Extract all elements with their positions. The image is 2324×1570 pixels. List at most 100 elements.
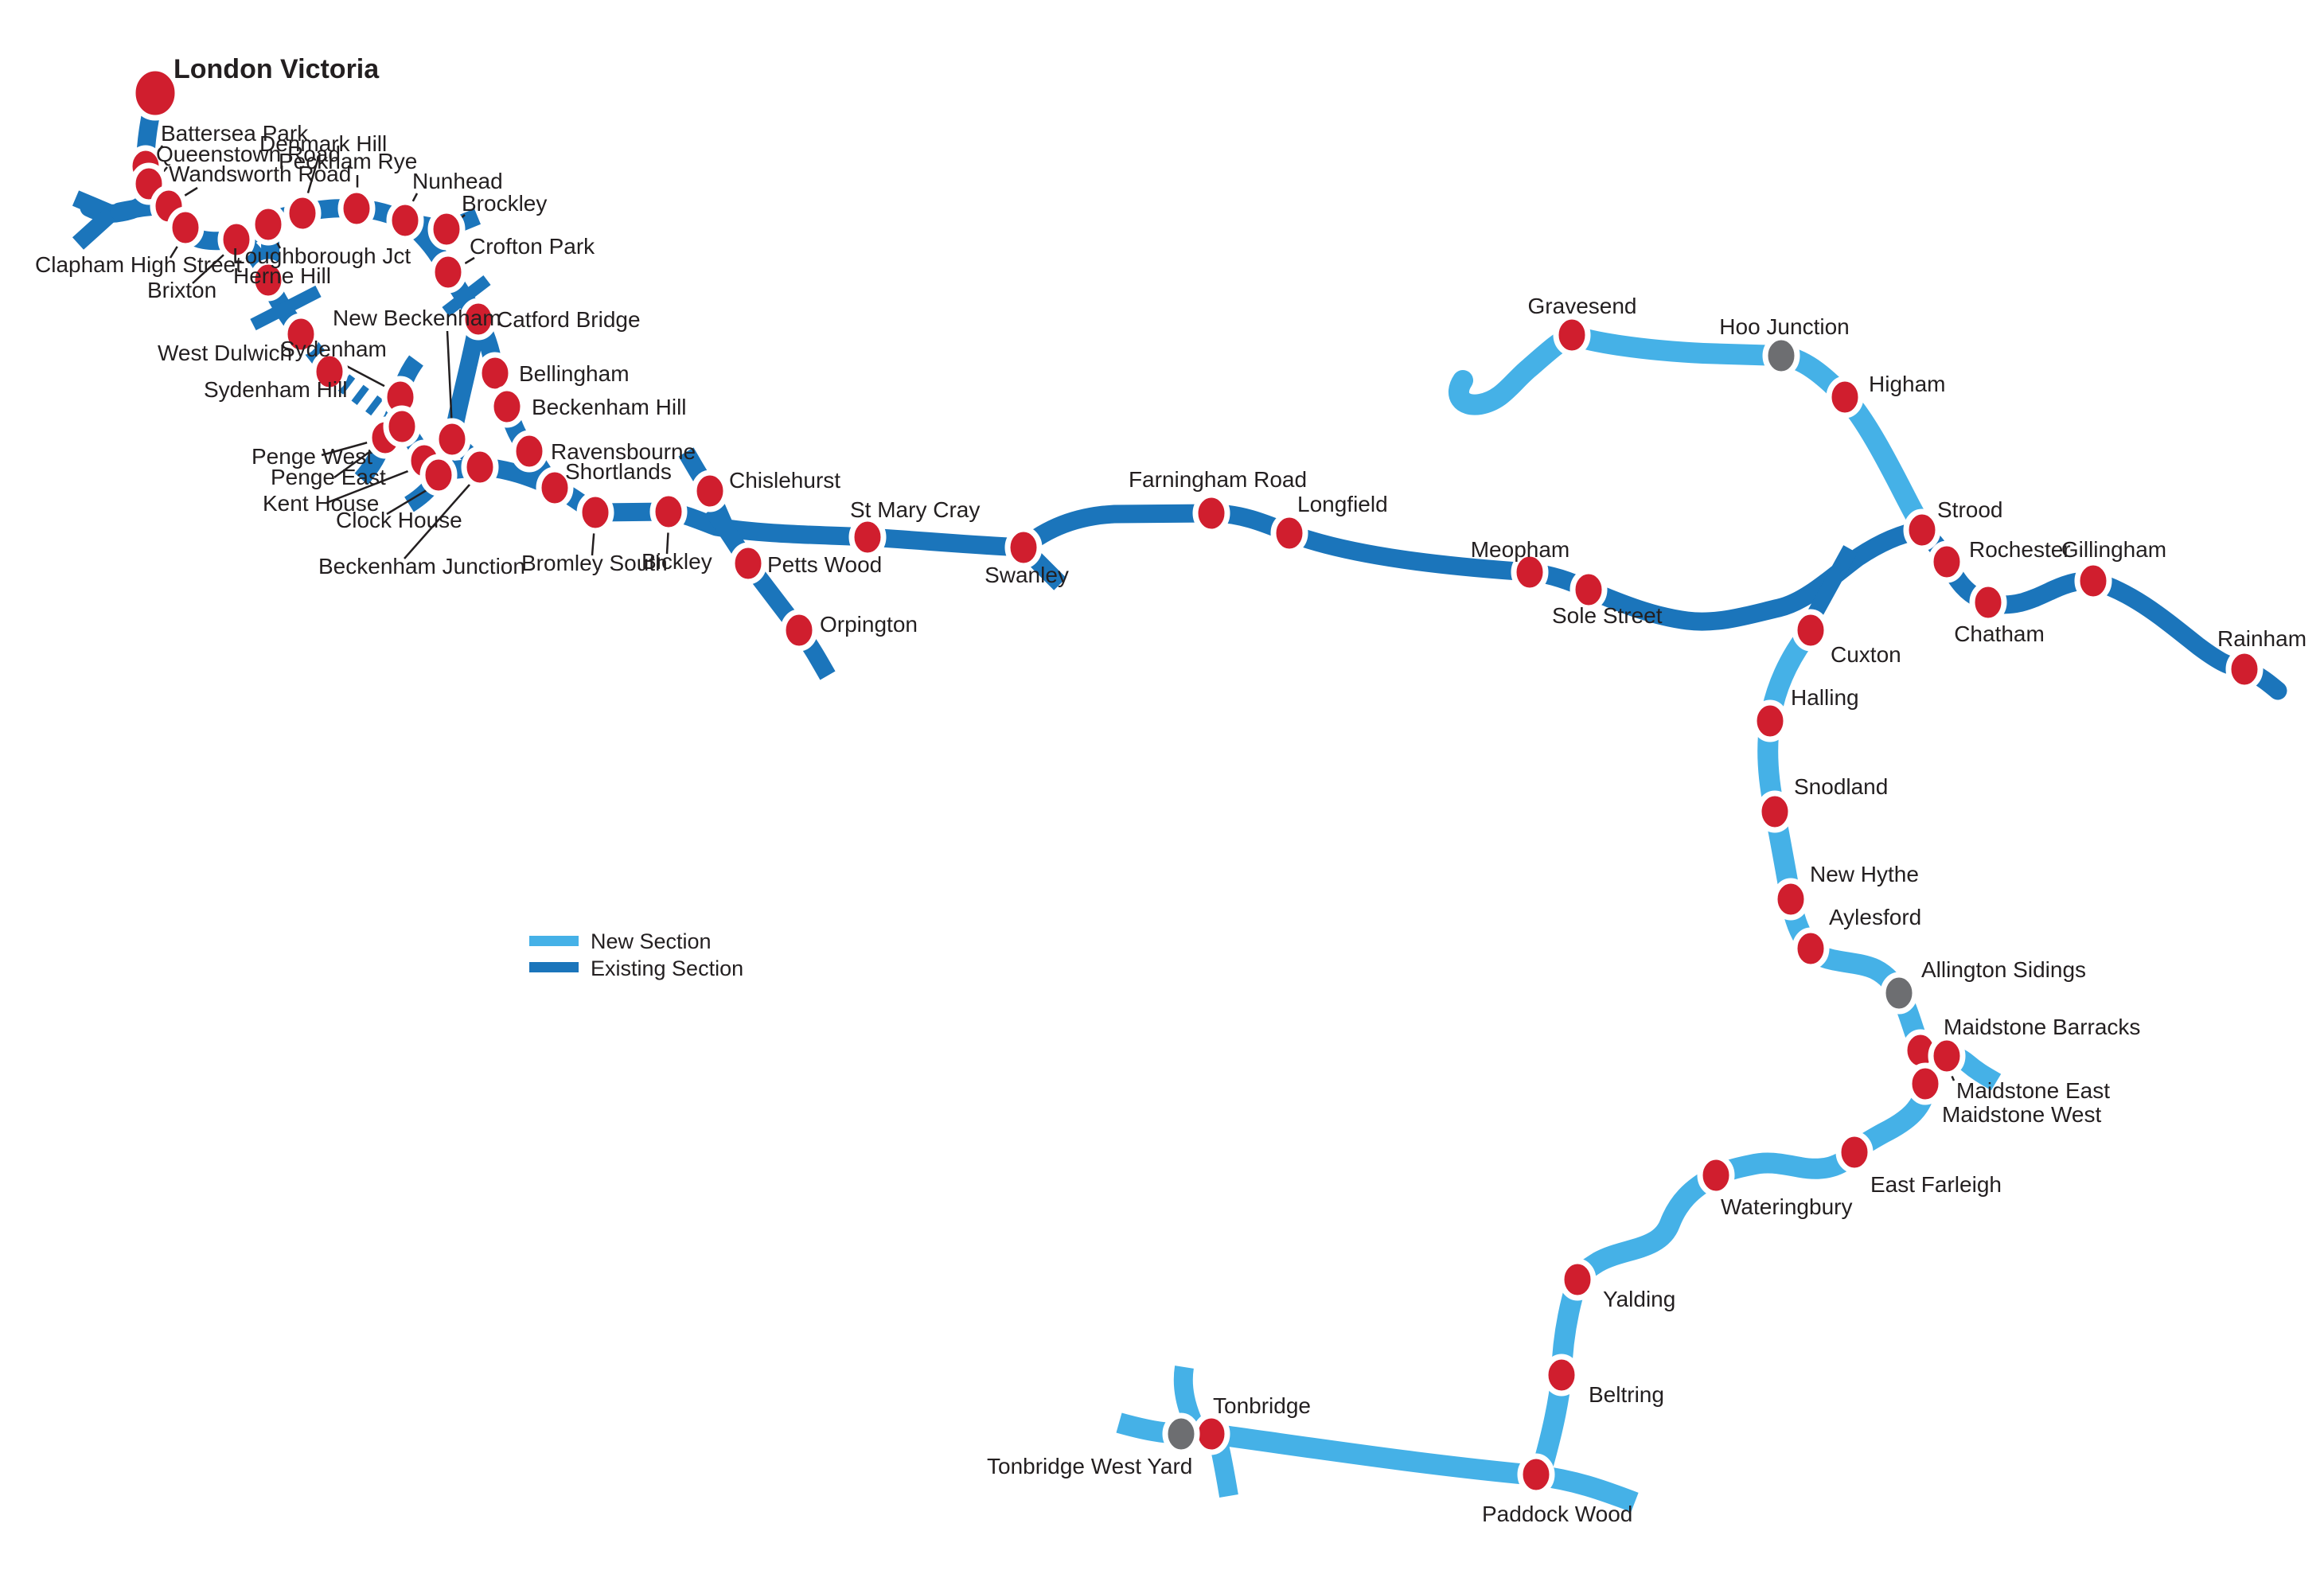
station-dot-west-dulwich — [282, 313, 320, 356]
station-label-peckham-rye: Peckham Rye — [279, 149, 417, 173]
legend-label-existing_section: Existing Section — [591, 956, 743, 980]
station-label-brockley: Brockley — [462, 191, 547, 216]
station-dots-layer — [127, 65, 2264, 1496]
station-label-sydenham: Sydenham — [280, 337, 387, 361]
station-label-crofton-park: Crofton Park — [470, 234, 595, 259]
station-dot-catford-bridge — [459, 298, 497, 341]
station-dot-denmark-hill — [283, 192, 322, 235]
legend-swatch-new_section — [529, 936, 579, 946]
station-dot-brockley — [427, 208, 466, 251]
station-label-maidstone-barracks: Maidstone Barracks — [1944, 1015, 2140, 1039]
station-label-clock-house: Clock House — [336, 508, 462, 532]
station-dot-strood — [1903, 508, 1941, 551]
route-line-crofton-crossing — [442, 275, 491, 317]
station-label-chatham: Chatham — [1954, 621, 2045, 646]
station-label-meopham: Meopham — [1471, 537, 1570, 562]
station-dot-nunhead — [386, 199, 424, 242]
station-label-orpington: Orpington — [820, 612, 918, 637]
station-dot-cuxton — [1792, 609, 1830, 652]
station-dot-gillingham — [2074, 559, 2112, 602]
station-label-hoo-junction: Hoo Junction — [1719, 314, 1849, 339]
station-dot-swanley — [1004, 526, 1043, 569]
station-dot-shortlands — [536, 466, 574, 509]
station-label-bromley-south: Bromley South — [521, 551, 668, 575]
station-dot-snodland — [1756, 790, 1794, 833]
station-dot-maidstone-east — [1928, 1034, 1966, 1077]
station-label-st-mary-cray: St Mary Cray — [850, 497, 980, 522]
legend-swatch-existing_section — [529, 962, 579, 972]
station-label-rainham: Rainham — [2217, 626, 2306, 651]
station-dot-wateringbury — [1697, 1154, 1735, 1197]
station-label-ravensbourne: Ravensbourne — [551, 439, 696, 464]
station-label-catford-bridge: Catford Bridge — [497, 307, 641, 332]
route-line-herne-hill-crossing — [250, 285, 322, 331]
station-dot-beckenham-hill — [488, 385, 526, 428]
station-label-paddock-wood: Paddock Wood — [1482, 1502, 1632, 1526]
station-label-wandsworth-road: Wandsworth Road — [169, 162, 351, 186]
station-label-rochester: Rochester — [1969, 537, 2071, 562]
station-dot-hoo-junction — [1762, 334, 1800, 377]
station-label-penge-east: Penge East — [271, 465, 386, 489]
station-label-gravesend: Gravesend — [1528, 294, 1637, 318]
station-dot-meopham — [1511, 551, 1549, 594]
station-label-shortlands: Shortlands — [565, 459, 672, 484]
station-label-loughborough-jct: Loughborough Jct — [232, 243, 411, 268]
station-dot-new-hythe — [1772, 878, 1810, 921]
station-label-herne-hill: Herne Hill — [233, 263, 331, 288]
station-dot-tonbridge — [1192, 1412, 1230, 1455]
station-dot-new-beckenham — [433, 418, 471, 461]
station-label-snodland: Snodland — [1794, 774, 1888, 799]
station-label-east-farleigh: East Farleigh — [1870, 1172, 2002, 1197]
station-dot-halling — [1751, 699, 1789, 742]
station-label-allington-sidings: Allington Sidings — [1921, 957, 2086, 982]
station-label-sole-street: Sole Street — [1552, 603, 1663, 628]
station-label-beltring: Beltring — [1589, 1382, 1664, 1407]
station-dot-longfield — [1270, 512, 1308, 555]
station-label-farningham-road: Farningham Road — [1129, 467, 1307, 492]
station-label-beckenham-hill: Beckenham Hill — [532, 395, 687, 419]
station-label-denmark-hill: Denmark Hill — [259, 131, 387, 156]
label-leader-line — [404, 477, 477, 559]
route-line-victoria-fork-down — [72, 207, 118, 250]
station-label-brixton: Brixton — [147, 278, 216, 302]
station-label-battersea-park: Battersea Park — [161, 121, 309, 146]
station-label-yalding: Yalding — [1603, 1287, 1675, 1311]
station-dot-beckenham-junction — [461, 446, 499, 489]
station-dot-chatham — [1969, 581, 2007, 624]
station-dot-herne-hill — [249, 259, 287, 302]
station-dot-farningham-road — [1192, 492, 1230, 535]
station-label-nunhead: Nunhead — [412, 169, 503, 193]
station-dot-yalding — [1558, 1258, 1597, 1301]
station-dot-crofton-park — [429, 251, 467, 294]
station-dot-ravensbourne — [510, 430, 548, 473]
station-label-west-dulwich: West Dulwich — [158, 341, 292, 365]
station-label-queenstown-road: Queenstown Road — [156, 142, 341, 166]
station-label-strood: Strood — [1937, 497, 2003, 522]
label-leader-line — [321, 441, 368, 457]
station-dot-gravesend — [1553, 314, 1591, 356]
station-dot-orpington — [780, 609, 818, 652]
station-label-halling: Halling — [1791, 685, 1859, 710]
station-dot-peckham-rye — [337, 187, 376, 230]
station-dot-paddock-wood — [1517, 1453, 1555, 1496]
station-dot-penge-east — [383, 405, 421, 448]
station-dot-clapham-high-street — [166, 206, 205, 249]
station-label-longfield: Longfield — [1297, 492, 1388, 516]
station-label-bellingham: Bellingham — [519, 361, 630, 386]
station-label-swanley: Swanley — [985, 563, 1069, 587]
station-dot-rochester — [1928, 540, 1966, 583]
station-dot-bromley-south — [576, 491, 614, 534]
station-label-petts-wood: Petts Wood — [767, 552, 882, 577]
station-dot-st-mary-cray — [848, 516, 887, 559]
station-label-clapham-high-street: Clapham High Street — [35, 252, 242, 277]
route-line-gravesend-strood-new — [1449, 325, 1932, 540]
station-label-penge-west: Penge West — [252, 444, 372, 469]
station-dot-brixton — [217, 218, 255, 261]
station-dot-rainham — [2225, 648, 2264, 691]
label-leader-line — [326, 468, 413, 505]
station-label-gillingham: Gillingham — [2061, 537, 2166, 562]
station-label-london-victoria: London Victoria — [174, 54, 380, 84]
